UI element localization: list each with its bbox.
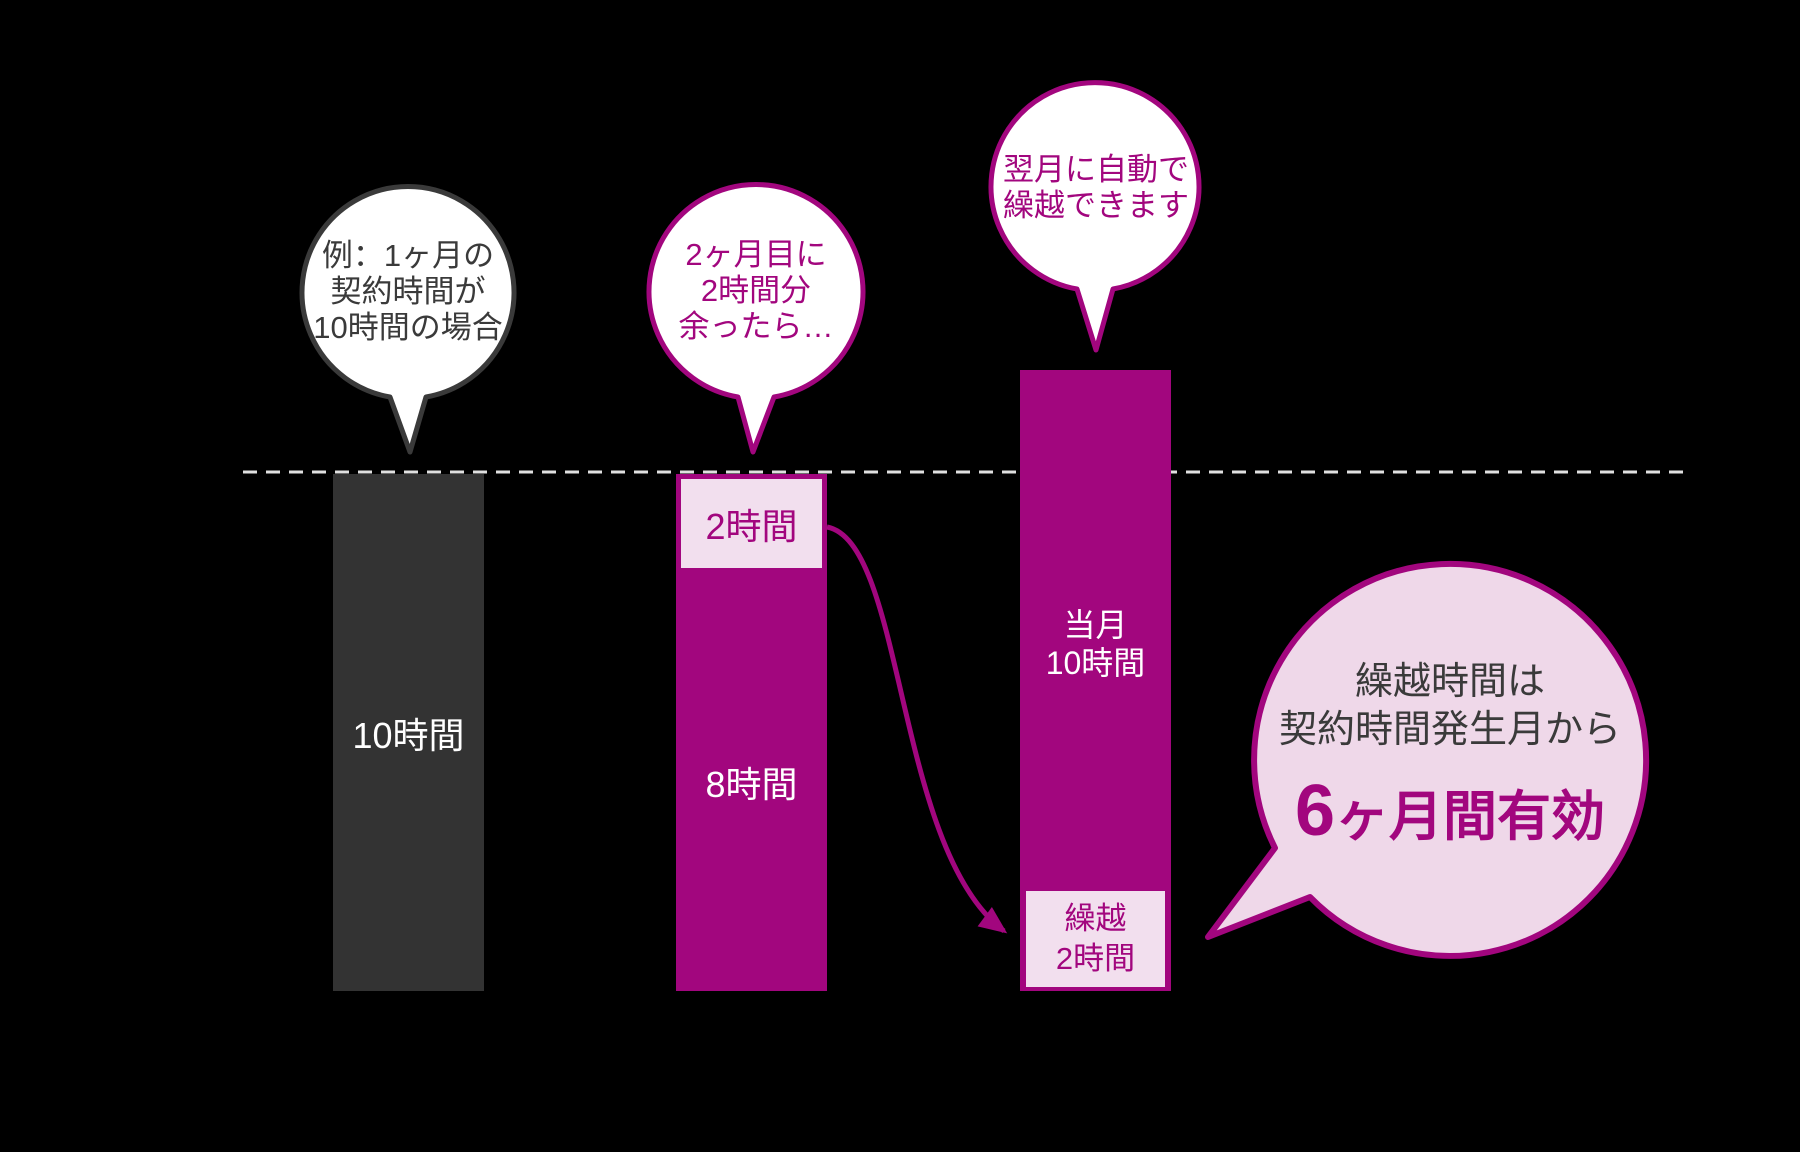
bar-month2-used-zone: 8時間 bbox=[676, 572, 827, 991]
validity-highlight-number: 6 bbox=[1294, 771, 1336, 851]
validity-bubble-text: 繰越時間は 契約時間発生月から 6ヶ月間有効 bbox=[1254, 563, 1646, 955]
auto-carryover-bubble-line2: 繰越できます bbox=[1003, 188, 1189, 223]
bar-month3-current-zone: 当月 10時間 bbox=[1020, 370, 1171, 891]
surplus-bubble-text: 2ヶ月目に 2時間分 余ったら… bbox=[649, 184, 863, 398]
example-bubble-line3: 10時間の場合 bbox=[313, 310, 503, 345]
bar-month3-carryover-box: 繰越 2時間 bbox=[1026, 891, 1165, 987]
bar-month2-surplus-box: 2時間 bbox=[681, 479, 822, 568]
validity-highlight: 6ヶ月間有効 bbox=[1295, 768, 1605, 860]
surplus-bubble-line3: 余ったら… bbox=[678, 309, 834, 344]
surplus-bubble-line1: 2ヶ月目に bbox=[685, 237, 827, 272]
auto-carryover-bubble-line1: 翌月に自動で bbox=[1003, 152, 1189, 187]
bar-month1-label: 10時間 bbox=[352, 714, 465, 756]
carryover-arrow bbox=[826, 524, 1008, 934]
bar-month3: 当月 10時間 繰越 2時間 bbox=[1020, 370, 1171, 991]
surplus-bubble-shape bbox=[646, 182, 866, 455]
bar-month1: 10時間 bbox=[333, 474, 484, 991]
bar-month2-surplus-label: 2時間 bbox=[705, 505, 798, 547]
bar-month3-carryover-line2: 2時間 bbox=[1055, 941, 1136, 976]
validity-line1: 繰越時間は bbox=[1354, 661, 1545, 703]
bar-month3-current-line1: 当月 bbox=[1063, 606, 1128, 643]
bar-month2: 2時間 8時間 bbox=[676, 474, 827, 991]
example-bubble-text: 例：1ヶ月の 契約時間が 10時間の場合 bbox=[303, 186, 513, 398]
bar-month3-current-line2: 10時間 bbox=[1045, 644, 1146, 681]
example-bubble-line1: 例：1ヶ月の bbox=[321, 238, 495, 273]
example-bubble-shape bbox=[299, 184, 517, 455]
bar-month3-carryover-line1: 繰越 bbox=[1064, 901, 1127, 936]
validity-line2: 契約時間発生月から bbox=[1278, 709, 1621, 751]
auto-carryover-bubble-shape bbox=[988, 80, 1202, 353]
surplus-bubble-line2: 2時間分 bbox=[700, 273, 812, 308]
validity-highlight-rest: ヶ月間有効 bbox=[1335, 787, 1606, 847]
auto-carryover-bubble-text: 翌月に自動で 繰越できます bbox=[992, 83, 1200, 293]
bar-month2-used-label: 8時間 bbox=[705, 763, 798, 805]
example-bubble-line2: 契約時間が bbox=[330, 274, 486, 309]
validity-bubble-shape bbox=[1205, 560, 1650, 959]
